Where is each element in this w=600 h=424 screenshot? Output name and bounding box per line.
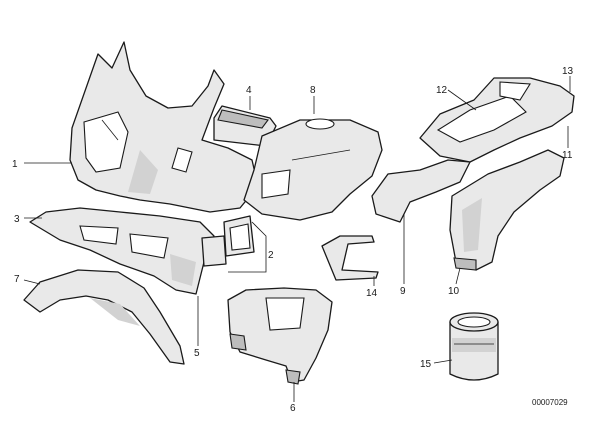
callout-10: 10 (448, 286, 460, 297)
callout-11: 11 (562, 150, 573, 161)
part-lower-side-panel (227, 287, 333, 385)
callout-2: 2 (268, 250, 274, 261)
part-paint-can (449, 312, 499, 381)
callout-labels: 1 2 3 4 5 6 7 8 9 10 11 12 13 14 15 (12, 66, 574, 414)
callout-9: 9 (400, 286, 406, 297)
callout-12: 12 (436, 85, 448, 96)
callout-1: 1 (12, 159, 18, 170)
part-fairing (69, 41, 259, 213)
callout-leaders (23, 76, 571, 402)
callout-3: 3 (14, 214, 20, 225)
part-tank-cover (243, 118, 383, 221)
callout-6: 6 (290, 403, 296, 414)
callout-14: 14 (366, 288, 378, 299)
part-rear-fender (449, 149, 565, 271)
part-side-panel (213, 105, 277, 147)
callout-7: 7 (14, 274, 20, 285)
callout-15: 15 (420, 359, 432, 370)
callout-4: 4 (246, 85, 252, 96)
callout-13: 13 (562, 66, 574, 77)
part-vent-grilles (201, 215, 267, 273)
part-tail-section (419, 77, 575, 163)
part-side-strip (371, 159, 471, 223)
part-lower-fairing (29, 207, 215, 295)
part-trim-piece (321, 235, 379, 281)
callout-8: 8 (310, 85, 316, 96)
drawing-number: 00007029 (532, 398, 568, 407)
callout-5: 5 (194, 348, 200, 359)
part-front-fender (23, 269, 185, 365)
